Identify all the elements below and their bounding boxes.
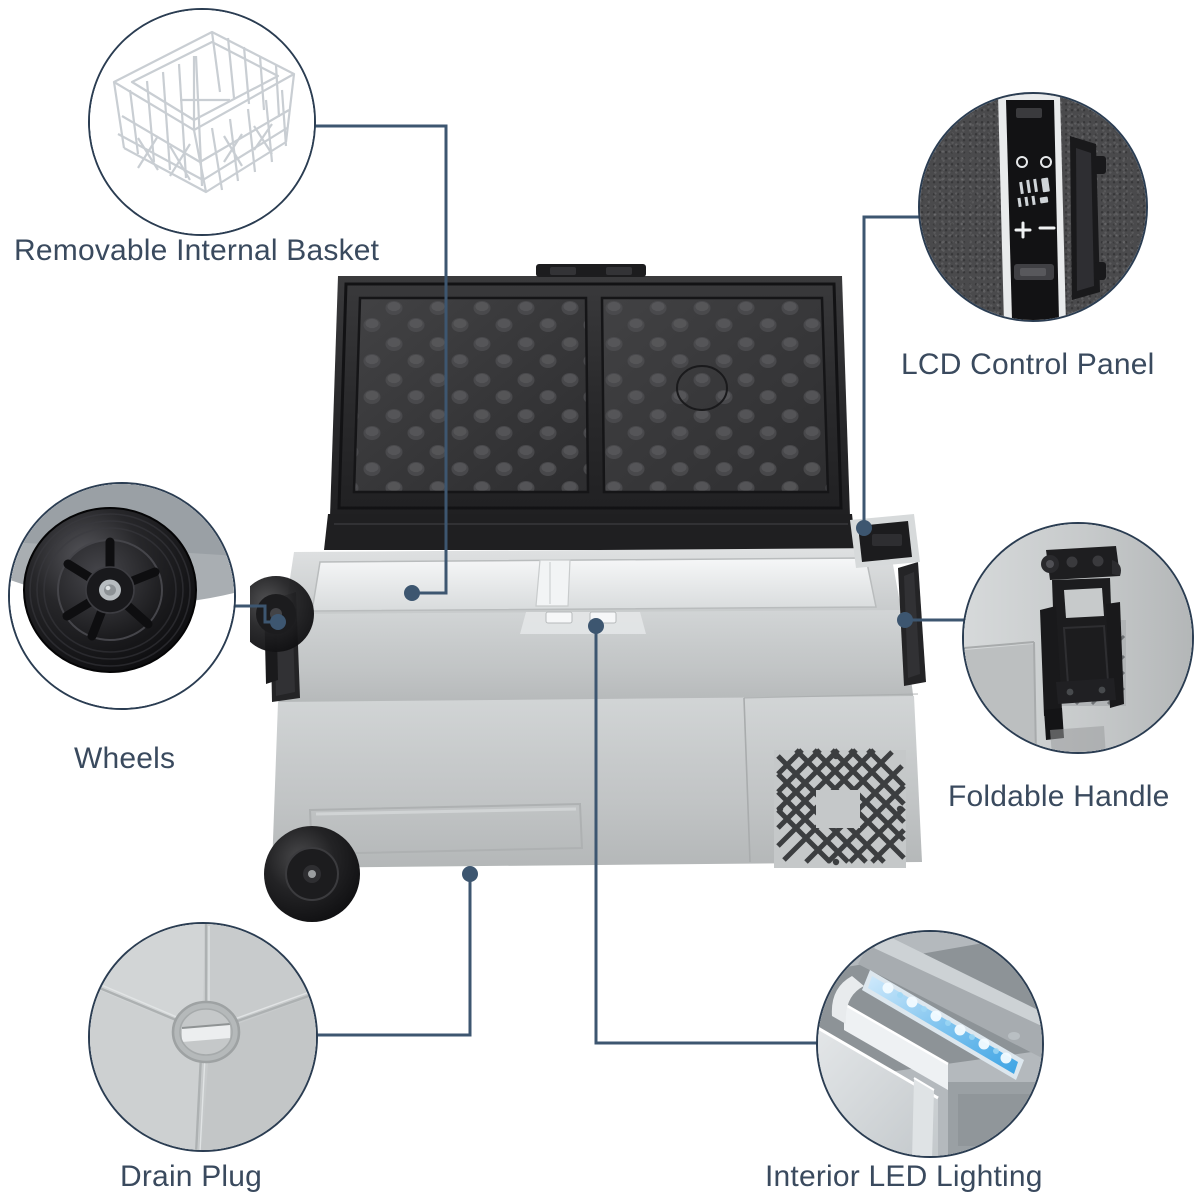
callout-label-drain-plug: Drain Plug bbox=[120, 1160, 263, 1193]
callout-circle-removable-internal-basket[interactable] bbox=[88, 8, 316, 236]
ventilation-grille bbox=[774, 748, 906, 868]
callout-circle-wheels[interactable] bbox=[8, 482, 236, 710]
product-illustration bbox=[238, 262, 950, 922]
wire-basket-icon bbox=[90, 10, 314, 234]
lcd-display-icon bbox=[920, 94, 1146, 320]
drain-hole-icon bbox=[90, 924, 316, 1150]
folding-handle-icon bbox=[964, 524, 1192, 752]
callout-label-removable-internal-basket: Removable Internal Basket bbox=[14, 234, 380, 267]
callout-label-interior-led-lighting: Interior LED Lighting bbox=[765, 1160, 1043, 1193]
callout-circle-foldable-handle[interactable] bbox=[962, 522, 1194, 754]
product-svg bbox=[238, 264, 926, 922]
callout-circle-lcd-control-panel[interactable] bbox=[918, 92, 1148, 322]
led-strip-icon bbox=[818, 932, 1042, 1156]
fridge-lid bbox=[324, 264, 856, 550]
wheel-icon bbox=[10, 484, 234, 708]
lcd-panel-on-product bbox=[850, 514, 920, 568]
callout-label-wheels: Wheels bbox=[74, 742, 176, 775]
callout-circle-drain-plug[interactable] bbox=[88, 922, 318, 1152]
fridge-body bbox=[264, 514, 926, 868]
callout-label-foldable-handle: Foldable Handle bbox=[948, 780, 1170, 813]
callout-circle-interior-led-lighting[interactable] bbox=[816, 930, 1044, 1158]
callout-label-lcd-control-panel: LCD Control Panel bbox=[901, 348, 1155, 381]
